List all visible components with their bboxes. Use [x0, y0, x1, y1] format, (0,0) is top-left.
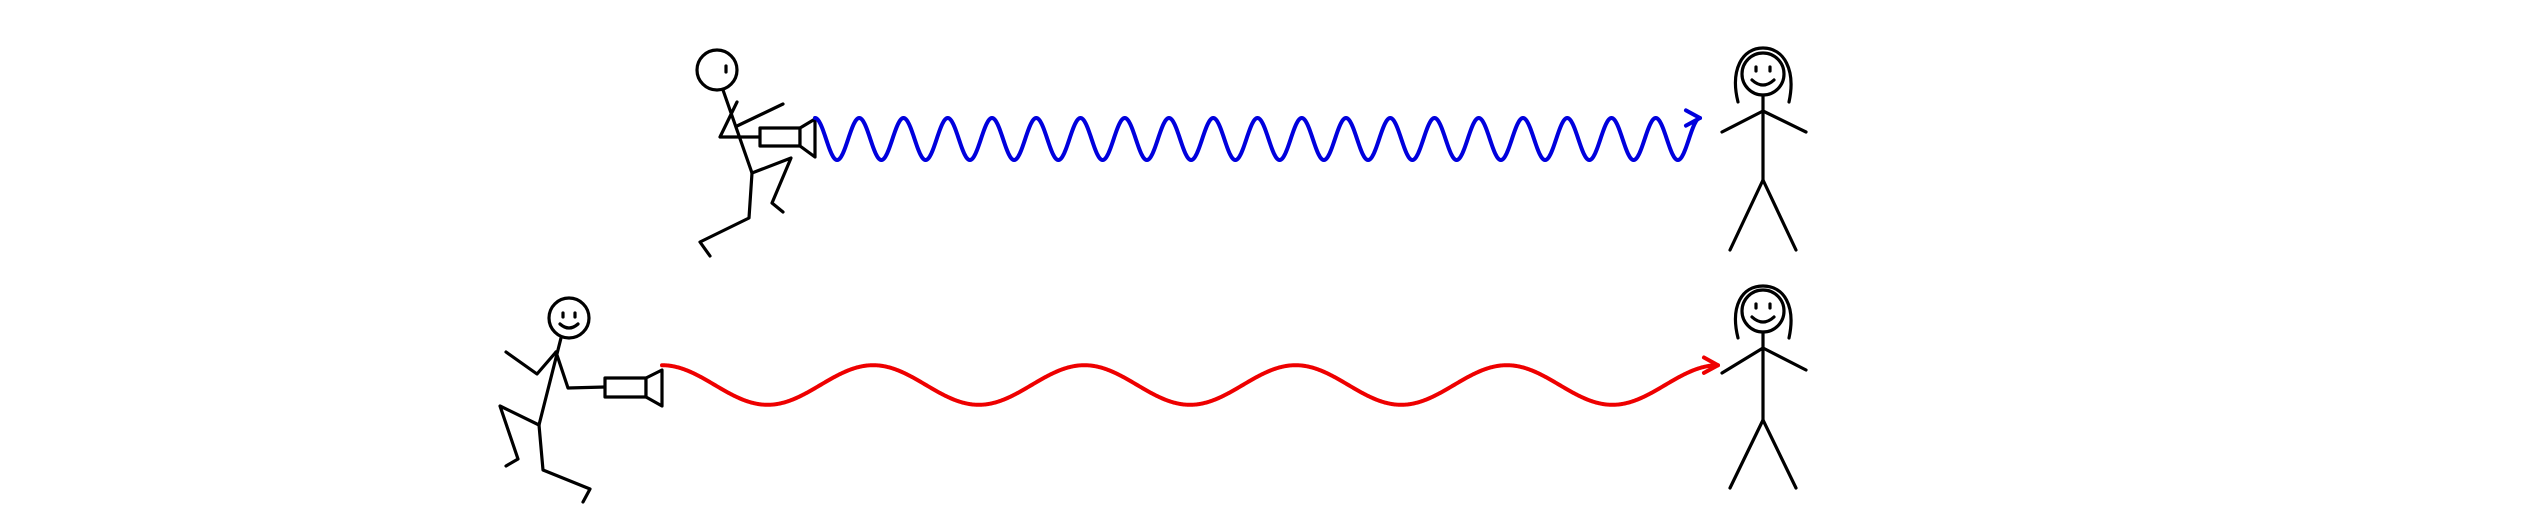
- receiver-legs-bottom: [1728, 418, 1798, 490]
- sender-smile-bottom: [558, 322, 580, 330]
- sender-leg-back-bottom: [498, 404, 541, 468]
- receiver-arms-top: [1720, 109, 1808, 134]
- receiver-smile-top: [1750, 78, 1776, 87]
- flashlight-head-bottom: [644, 368, 664, 408]
- sender-leg-back-top: [698, 171, 754, 258]
- receiver-arms-bottom: [1720, 346, 1808, 375]
- sender-head-top: [695, 48, 739, 92]
- wave-long-wavelength: [660, 363, 1720, 407]
- flashlight-bottom: [603, 368, 664, 408]
- flashlight-top: [758, 117, 817, 159]
- flashlight-body-bottom: [603, 376, 648, 399]
- receiver-figure-top: [1720, 46, 1808, 252]
- receiver-legs-top: [1728, 178, 1798, 252]
- scene-long-wavelength: [498, 284, 1808, 504]
- sender-head-bottom: [547, 296, 591, 340]
- sender-figure-bottom: [498, 296, 607, 504]
- scene-short-wavelength: [695, 46, 1808, 258]
- sender-arm-lower-top: [718, 100, 762, 139]
- sender-arm-back-bottom: [504, 350, 558, 376]
- receiver-hair-top: [1733, 46, 1793, 104]
- flashlight-body-top: [758, 126, 802, 148]
- wave-short-arrowhead: [1683, 108, 1702, 128]
- receiver-figure-bottom: [1720, 284, 1808, 490]
- sender-arm-front-bottom: [554, 350, 607, 390]
- sender-figure-top: [695, 48, 793, 258]
- wave-long-arrowhead: [1701, 355, 1720, 375]
- receiver-hair-bottom: [1733, 284, 1793, 340]
- flashlight-head-top: [798, 117, 817, 159]
- sender-torso-top: [721, 88, 754, 175]
- receiver-smile-bottom: [1750, 315, 1776, 324]
- receiver-head-bottom: [1740, 288, 1786, 334]
- sender-leg-front-top: [750, 156, 793, 214]
- receiver-head-top: [1740, 51, 1786, 97]
- sender-torso-bottom: [537, 336, 563, 427]
- sender-leg-front-bottom: [537, 423, 592, 504]
- wave-short-wavelength: [813, 116, 1702, 162]
- sender-arm-upper-top: [735, 102, 785, 128]
